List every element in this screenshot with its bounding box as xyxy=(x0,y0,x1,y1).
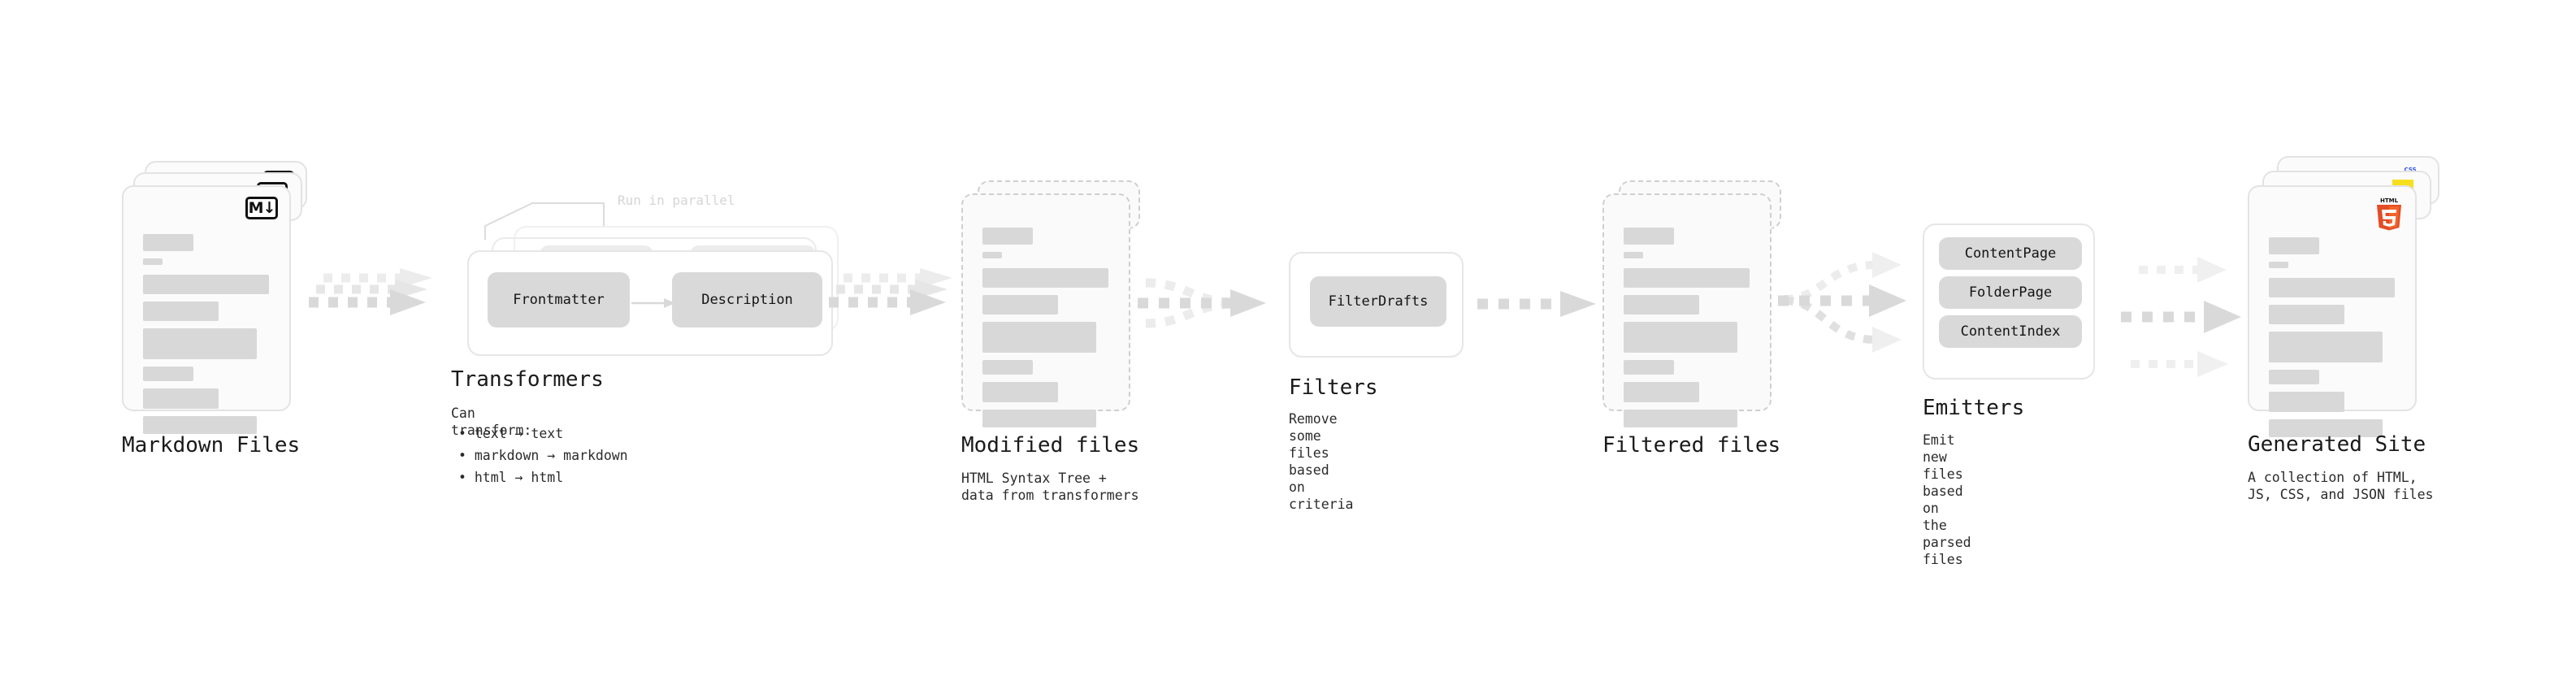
markdown-card-stack: M↓ M↓ M↓ xyxy=(122,161,313,434)
transformers-subtitle: Can transform: xyxy=(451,406,532,438)
bullet-text: text → text xyxy=(474,426,564,441)
stage-title-markdown-files: Markdown Files xyxy=(122,433,301,458)
placeholder-bar xyxy=(143,367,193,381)
placeholder-bar xyxy=(1624,228,1674,245)
parallel-leader-line xyxy=(484,202,605,240)
filter-chip-filterdrafts[interactable]: FilterDrafts xyxy=(1310,276,1446,327)
arrow-filtered-to-emitters xyxy=(1778,252,1906,353)
placeholder-bar xyxy=(982,410,1096,427)
filtered-card-stack xyxy=(1602,161,1793,427)
placeholder-bar xyxy=(1624,382,1699,402)
modified-files-subtitle: HTML Syntax Tree + data from transformer… xyxy=(961,471,1139,503)
placeholder-bar xyxy=(1624,252,1643,258)
placeholder-bars xyxy=(143,234,271,441)
placeholder-bars xyxy=(1624,228,1752,435)
modified-card-front xyxy=(961,193,1130,427)
placeholder-bar xyxy=(982,268,1108,288)
placeholder-bar xyxy=(1624,295,1699,314)
modified-card-stack xyxy=(961,161,1152,427)
stage-generated-site: CSS HTML xyxy=(2248,156,2451,502)
markdown-card-front: M↓ xyxy=(122,185,291,434)
bullet-glyph: • xyxy=(458,448,466,463)
emitters-panel: ContentPage FolderPage ContentIndex xyxy=(1923,223,2095,380)
arrow-modified-to-filters xyxy=(1138,278,1266,328)
bullet-text: html → html xyxy=(474,470,564,485)
placeholder-bar xyxy=(143,416,257,434)
placeholder-bar xyxy=(2269,278,2395,297)
placeholder-bar xyxy=(143,258,163,265)
placeholder-bar xyxy=(2269,262,2288,268)
placeholder-bar xyxy=(143,234,193,251)
stage-filtered-files: Filtered files xyxy=(1602,161,1793,458)
placeholder-bar xyxy=(1624,410,1737,427)
site-card-stack: CSS HTML xyxy=(2248,156,2451,437)
filters-panel: FilterDrafts xyxy=(1289,252,1464,358)
stage-markdown-files: M↓ M↓ M↓ Markdown Fi xyxy=(122,161,313,458)
arrow-transformers-to-modified xyxy=(829,268,952,315)
placeholder-bar xyxy=(982,322,1096,353)
stage-modified-files: Modified files HTML Syntax Tree + data f… xyxy=(961,161,1152,503)
site-card-front: HTML xyxy=(2248,185,2417,437)
placeholder-bar xyxy=(982,382,1058,402)
bullet-glyph: • xyxy=(458,470,466,485)
transformer-panel-front: Frontmatter Description xyxy=(467,250,833,356)
placeholder-bar xyxy=(2269,305,2344,324)
placeholder-bar xyxy=(1624,360,1674,375)
placeholder-bar xyxy=(143,301,219,321)
arrow-emitters-to-site xyxy=(2121,257,2241,377)
generated-site-subtitle: A collection of HTML, JS, CSS, and JSON … xyxy=(2248,470,2434,502)
markdown-logo-icon: M↓ xyxy=(245,197,278,219)
run-in-parallel-label: Run in parallel xyxy=(618,193,735,208)
stage-title-transformers: Transformers xyxy=(451,367,604,392)
stage-title-generated-site: Generated Site xyxy=(2248,432,2426,457)
stage-title-filters: Filters xyxy=(1289,375,1378,400)
css-logo-text: CSS xyxy=(2404,167,2417,173)
placeholder-bar xyxy=(1624,268,1750,288)
filters-subtitle: Remove some files based on criteria xyxy=(1289,411,1354,512)
transformers-bullet-2: • html → html xyxy=(458,469,563,486)
emitter-chip-contentindex[interactable]: ContentIndex xyxy=(1939,315,2082,348)
placeholder-bar xyxy=(2269,392,2344,412)
stage-title-modified-files: Modified files xyxy=(961,433,1140,458)
emitter-chip-contentpage[interactable]: ContentPage xyxy=(1939,237,2082,270)
transformers-bullet-1: • markdown → markdown xyxy=(458,447,628,464)
emitters-subtitle: Emit new files based on the parsed files xyxy=(1923,432,1971,567)
bullet-glyph: • xyxy=(458,426,466,441)
stage-title-emitters: Emitters xyxy=(1923,396,2025,420)
placeholder-bar xyxy=(982,252,1002,258)
placeholder-bars xyxy=(982,228,1111,435)
transformers-bullet-0: • text → text xyxy=(458,425,563,442)
svg-text:HTML: HTML xyxy=(2380,197,2399,204)
arrow-filters-to-filtered xyxy=(1477,291,1596,317)
filtered-card-front xyxy=(1602,193,1772,427)
placeholder-bar xyxy=(143,388,219,409)
placeholder-bar xyxy=(2269,419,2383,437)
bullet-text: markdown → markdown xyxy=(474,448,628,463)
html5-logo-icon: HTML xyxy=(2374,195,2404,231)
placeholder-bar xyxy=(1624,322,1737,353)
placeholder-bar xyxy=(143,328,257,359)
transformer-chip-frontmatter[interactable]: Frontmatter xyxy=(488,272,630,327)
placeholder-bars xyxy=(2269,237,2397,445)
placeholder-bar xyxy=(2269,332,2383,362)
placeholder-bar xyxy=(982,360,1033,375)
emitter-chip-folderpage[interactable]: FolderPage xyxy=(1939,276,2082,309)
placeholder-bar xyxy=(2269,237,2319,254)
transformer-chip-description[interactable]: Description xyxy=(672,272,822,327)
transformer-inner-arrow xyxy=(631,298,675,308)
placeholder-bar xyxy=(2269,370,2319,384)
placeholder-bar xyxy=(982,295,1058,314)
stage-title-filtered-files: Filtered files xyxy=(1602,433,1781,458)
placeholder-bar xyxy=(982,228,1033,245)
placeholder-bar xyxy=(143,275,269,294)
arrow-markdown-to-transformers xyxy=(309,268,432,315)
